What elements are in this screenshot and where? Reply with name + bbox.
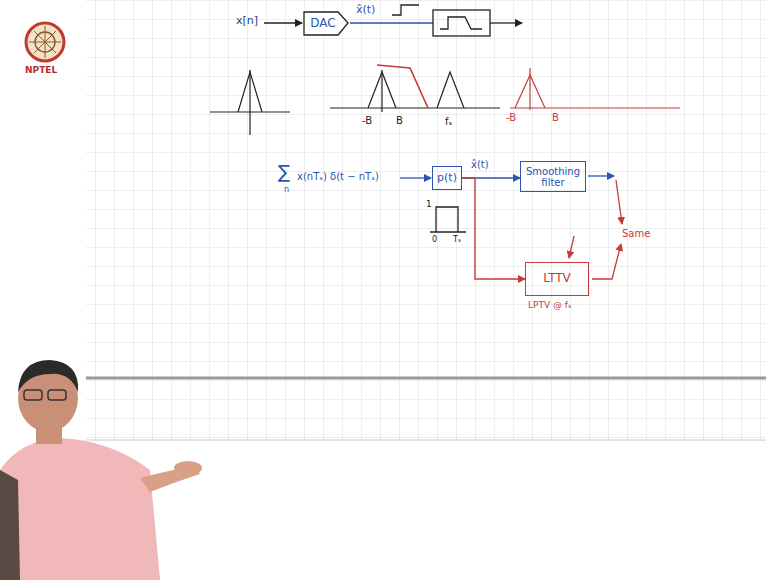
box-label: DAC xyxy=(310,17,335,30)
signal-connector xyxy=(462,178,525,279)
board-divider xyxy=(86,440,766,441)
lecturer xyxy=(0,360,202,580)
sum-index: n xyxy=(284,186,289,195)
axis-tick: B xyxy=(552,112,559,123)
spectrum-sketches xyxy=(210,65,680,135)
box-label: Smoothing filter xyxy=(525,166,581,188)
top-signal-chain xyxy=(264,5,522,36)
axis-tick: -B xyxy=(506,112,516,123)
logo-text: NPTEL xyxy=(25,66,57,76)
grid xyxy=(86,0,766,377)
impulse-train-expression: x(nTₛ) δ(t − nTₛ) xyxy=(297,171,379,182)
axis-tick: B xyxy=(396,115,403,126)
axis-tick: Tₛ xyxy=(453,236,461,245)
pulse-amplitude: 1 xyxy=(426,200,432,210)
grid xyxy=(86,380,766,440)
pulse-shaper-box: p(t) xyxy=(432,166,462,190)
filter-box: Smoothing filter xyxy=(520,161,586,192)
note: Same xyxy=(622,228,650,239)
board-divider xyxy=(86,377,766,380)
signal-name: x̂(t) xyxy=(356,4,375,16)
signal-name: x̂(t) xyxy=(471,159,489,170)
axis-tick: fₛ xyxy=(445,116,452,127)
dac-block: DAC xyxy=(303,11,349,36)
note: LPTV @ fₛ xyxy=(528,301,571,311)
system-box: LTTV xyxy=(525,262,589,296)
nptel-logo xyxy=(26,23,64,61)
axis-tick: -B xyxy=(362,115,372,126)
box-label: p(t) xyxy=(437,172,457,184)
box-label: LTTV xyxy=(543,272,571,285)
signal-name: x[n] xyxy=(236,15,258,27)
axis-tick: 0 xyxy=(432,236,437,245)
sum-symbol: ∑ xyxy=(278,162,290,182)
